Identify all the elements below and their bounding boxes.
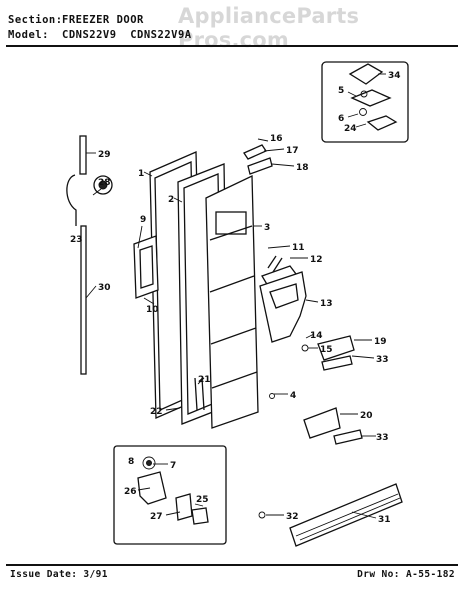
drawing-number: Drw No: A-55-182 [357,569,455,580]
dispenser-inset-box [113,445,227,545]
callout-12: 12 [310,255,323,265]
callout-29: 29 [98,150,111,160]
callout-13: 13 [320,299,333,309]
callout-21: 21 [198,375,211,385]
callout-8: 8 [128,457,134,467]
callout-leaders [85,73,386,519]
callout-11: 11 [292,243,305,253]
dispenser-chute-assembly [259,255,307,343]
callout-22: 22 [150,407,163,417]
callout-5: 5 [338,86,344,96]
door-shelf-bins [301,335,363,445]
callout-16: 16 [270,134,283,144]
callout-31: 31 [378,515,391,525]
model-value: CDNS22V9 CDNS22V9A [62,29,192,41]
header-rule [6,45,458,47]
callout-28: 28 [98,178,111,188]
kickplate-grille [258,483,403,547]
dispenser-frame-part [133,235,159,299]
callout-14: 14 [310,331,323,341]
callout-3: 3 [264,223,270,233]
callout-4: 4 [290,391,296,401]
callout-6: 6 [338,114,344,124]
callout-33: 33 [376,355,389,365]
callout-19: 19 [374,337,387,347]
callout-15: 15 [320,345,333,355]
model-line: Model: CDNS22V9 CDNS22V9A [8,29,192,41]
callout-26: 26 [124,487,137,497]
watermark: ApplianceParts Pros.com [178,4,360,52]
callout-23: 23 [70,235,83,245]
callout-numbers: 34 5 6 24 29 28 23 30 16 17 18 1 2 3 9 1… [70,71,401,525]
callout-34: 34 [388,71,401,81]
callout-25: 25 [196,495,209,505]
callout-20: 20 [360,411,373,421]
top-hinge-parts [243,144,273,175]
callout-1: 1 [138,169,144,179]
callout-7: 7 [170,461,176,471]
callout-9: 9 [140,215,146,225]
small-fasteners [194,377,275,411]
callout-24: 24 [344,124,357,134]
hinge-inset-box [321,61,409,143]
callout-30: 30 [98,283,111,293]
model-label: Model: [8,29,49,41]
section-label: Section: [8,14,63,26]
callout-2: 2 [168,195,174,205]
callout-33b: 33 [376,433,389,443]
door-seal-strip-part [66,135,113,375]
inner-door-liner [205,174,259,429]
callout-10: 10 [146,305,159,315]
callout-27: 27 [150,512,163,522]
issue-date: Issue Date: 3/91 [10,569,108,580]
callout-17: 17 [286,146,299,156]
section-value: FREEZER DOOR [62,14,144,26]
section-line: Section:FREEZER DOOR [8,14,144,26]
callout-32: 32 [286,512,299,522]
footer-rule [6,564,458,566]
callout-18: 18 [296,163,309,173]
